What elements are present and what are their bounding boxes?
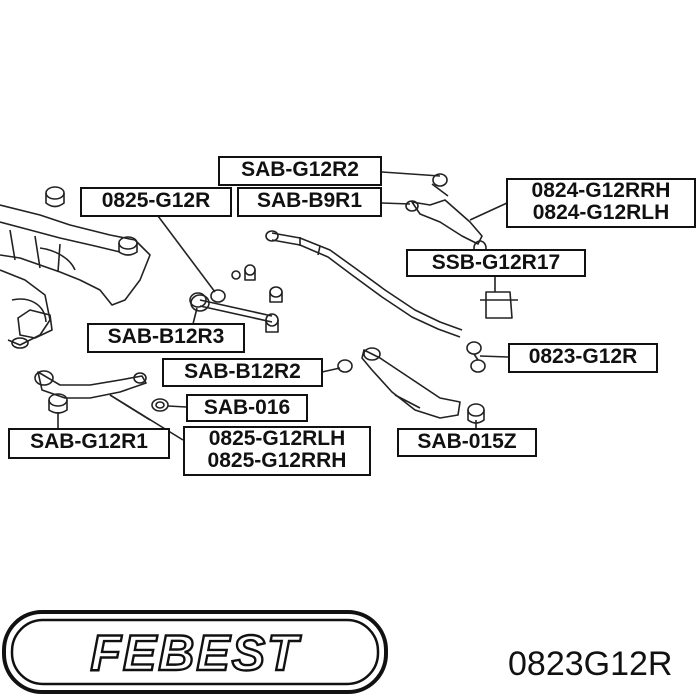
label-sab-b12r2: SAB-B12R2 — [162, 358, 323, 387]
label-sab-g12r1: SAB-G12R1 — [8, 428, 170, 459]
febest-logo: FEBEST — [2, 610, 388, 694]
label-sab-016: SAB-016 — [186, 394, 308, 422]
label-0824-g12r: 0824-G12RRH 0824-G12RLH — [506, 178, 696, 228]
leader-lines — [57, 171, 509, 441]
label-0825-g12r: 0825-G12R — [80, 187, 232, 217]
part-number: 0823G12R — [508, 645, 673, 683]
label-0824-g12rrh: 0824-G12RRH — [531, 179, 671, 202]
label-sab-b12r3: SAB-B12R3 — [87, 323, 245, 353]
label-sab-g12r2: SAB-G12R2 — [218, 156, 382, 186]
label-0825-g12rlh: 0825-G12RLH — [208, 427, 346, 450]
label-sab-015z: SAB-015Z — [397, 428, 537, 457]
label-0825-g12rrh: 0825-G12RRH — [207, 449, 347, 472]
label-0823-g12r: 0823-G12R — [508, 343, 658, 373]
label-sab-b9r1: SAB-B9R1 — [237, 187, 382, 217]
logo-wordmark: FEBEST — [90, 625, 302, 681]
label-0824-g12rlh: 0824-G12RLH — [532, 201, 670, 224]
label-0825-g12r-pair: 0825-G12RLH 0825-G12RRH — [183, 426, 371, 476]
label-ssb-g12r17: SSB-G12R17 — [406, 249, 586, 277]
subframe-drawing — [0, 173, 518, 424]
